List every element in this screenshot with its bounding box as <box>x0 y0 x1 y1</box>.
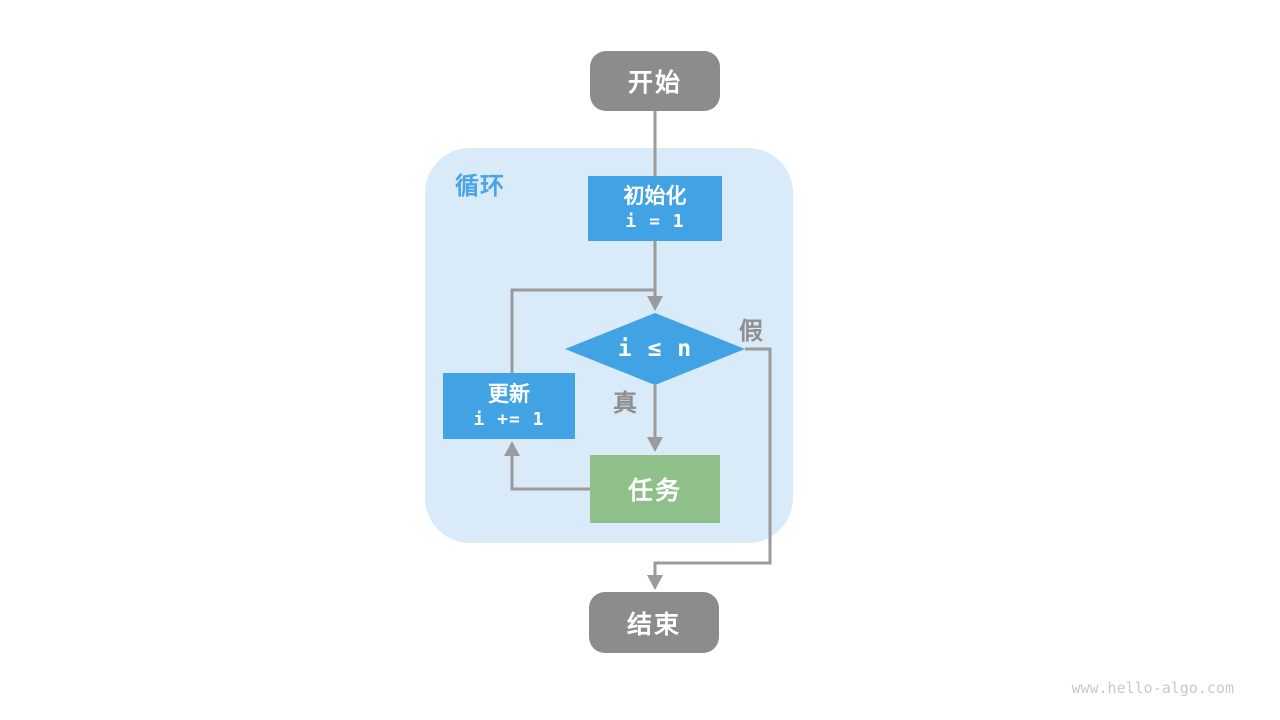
edge-condition-to-end <box>653 347 772 578</box>
arrowhead-into-task <box>647 437 663 452</box>
arrowhead-into-condition <box>647 296 663 311</box>
edge-task-to-update <box>510 445 590 491</box>
arrowhead-into-update <box>504 441 520 456</box>
loop-region-label: 循环 <box>455 173 505 200</box>
edge-update-loopback <box>510 288 655 373</box>
arrowhead-into-end <box>647 575 663 590</box>
watermark-text: www.hello-algo.com <box>1071 679 1234 697</box>
